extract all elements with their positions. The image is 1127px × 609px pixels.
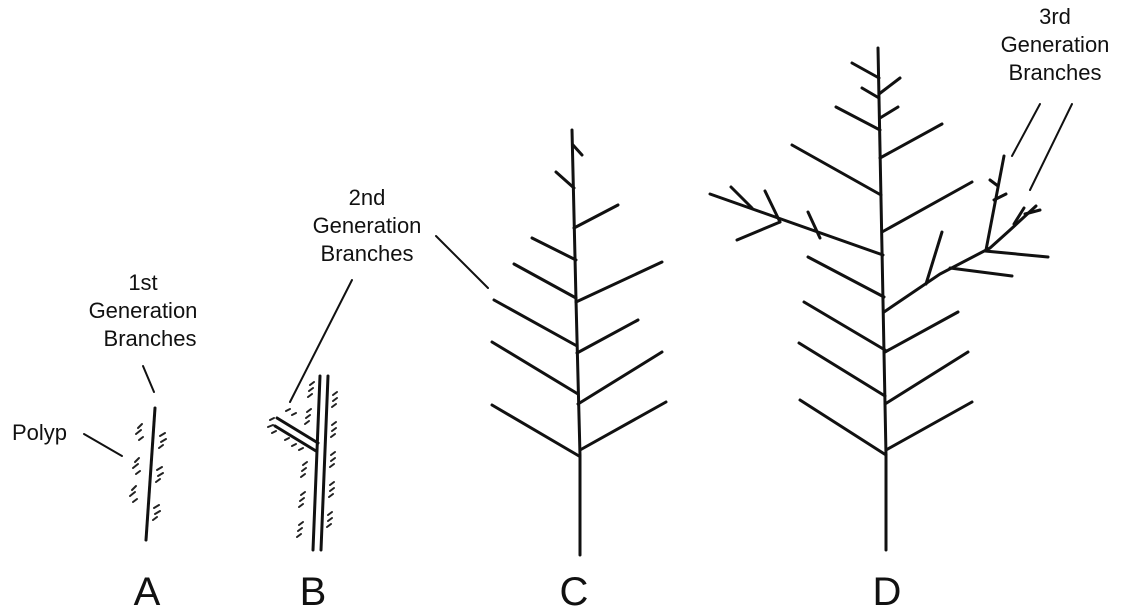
first-gen-label-line3: Branches (104, 326, 197, 351)
polyp-mark (133, 458, 140, 474)
polyp-mark (330, 452, 335, 467)
panel-c-branch (578, 352, 662, 404)
panel-d-branch (879, 78, 900, 94)
panel-b-stem-right (321, 376, 328, 550)
panel-d-branch (852, 63, 879, 78)
panel-b-stem-left (313, 376, 320, 550)
panel-d-branch (880, 124, 942, 158)
panel-d-branch (882, 182, 972, 232)
polyp-mark (327, 512, 332, 527)
first-gen-label-line2: Generation (89, 298, 198, 323)
polyp-mark (305, 409, 311, 424)
panel-letter-b: B (300, 570, 327, 609)
third-gen-label-line2: Generation (1001, 32, 1110, 57)
polyp-mark (329, 482, 334, 497)
panel-d-branch (836, 107, 880, 130)
polyp-mark (159, 433, 166, 448)
panel-d-branch (885, 312, 958, 352)
panel-c-branch (573, 145, 582, 155)
polyp-mark (136, 424, 143, 440)
panel-d-branch (1025, 210, 1040, 214)
second-gen-label-line1: 2nd (349, 185, 386, 210)
panel-d-branch (990, 180, 998, 186)
panel-c-branch (580, 402, 666, 450)
panel-c-branch (514, 264, 576, 298)
panel-d-branch (862, 88, 879, 98)
panel-letter-c: C (560, 570, 589, 609)
panel-b: 2nd Generation Branches B (268, 185, 421, 609)
panel-c-branch (556, 172, 574, 188)
polyp-mark (156, 467, 163, 482)
panel-d-branch (926, 232, 942, 284)
polyp-mark (130, 486, 137, 502)
third-gen-label-line1: 3rd (1039, 4, 1071, 29)
polyp-mark (153, 505, 160, 520)
panel-d-branch (800, 400, 886, 455)
panel-d-branch (808, 257, 884, 297)
polyp-label: Polyp (12, 420, 67, 445)
panel-d-branch (950, 268, 1012, 276)
second-gen-leader-line-c (436, 236, 488, 288)
third-gen-leader-line-2 (1030, 104, 1072, 190)
polyp-mark (301, 462, 307, 477)
second-gen-label-line3: Branches (321, 241, 414, 266)
panel-d-branch (886, 402, 972, 450)
polyp-mark (286, 409, 296, 415)
second-gen-label-line2: Generation (313, 213, 422, 238)
panel-c-branch (574, 205, 618, 228)
panel-c-branch (494, 300, 577, 346)
panel-c-branch (577, 320, 638, 353)
panel-d: 3rd Generation Branches D (710, 4, 1109, 609)
polyp-mark (331, 422, 336, 437)
panel-d-branch (885, 352, 968, 404)
panel-c: C (436, 130, 666, 609)
panel-c-branch (492, 405, 579, 456)
panel-d-branch (985, 251, 1048, 257)
polyp-mark (299, 492, 305, 507)
panel-letter-a: A (134, 570, 161, 609)
third-gen-leader-line-1 (1012, 104, 1040, 156)
panel-d-branch (880, 107, 898, 118)
panel-d-branch (737, 222, 780, 240)
panel-d-second-gen-branch-right (884, 206, 1036, 312)
polyp-mark (308, 382, 314, 397)
panel-d-branch (808, 212, 820, 238)
panel-c-branch (532, 238, 576, 260)
panel-c-branch (492, 342, 578, 394)
polyp-mark (332, 392, 337, 407)
polyp-mark (297, 522, 303, 537)
first-gen-label-line1: 1st (128, 270, 157, 295)
panel-d-branch (792, 145, 881, 195)
panel-letter-d: D (873, 570, 902, 609)
panel-a: Polyp 1st Generation Branches A (12, 270, 197, 609)
third-gen-label-line3: Branches (1009, 60, 1102, 85)
panel-d-second-gen-branch-left (710, 194, 883, 255)
panel-d-stem (878, 48, 886, 550)
panel-d-branch (804, 302, 885, 350)
panel-c-branch (576, 262, 662, 302)
polyp-leader-line (84, 434, 122, 456)
first-gen-leader-line (143, 366, 154, 392)
panel-d-branch (799, 343, 885, 396)
